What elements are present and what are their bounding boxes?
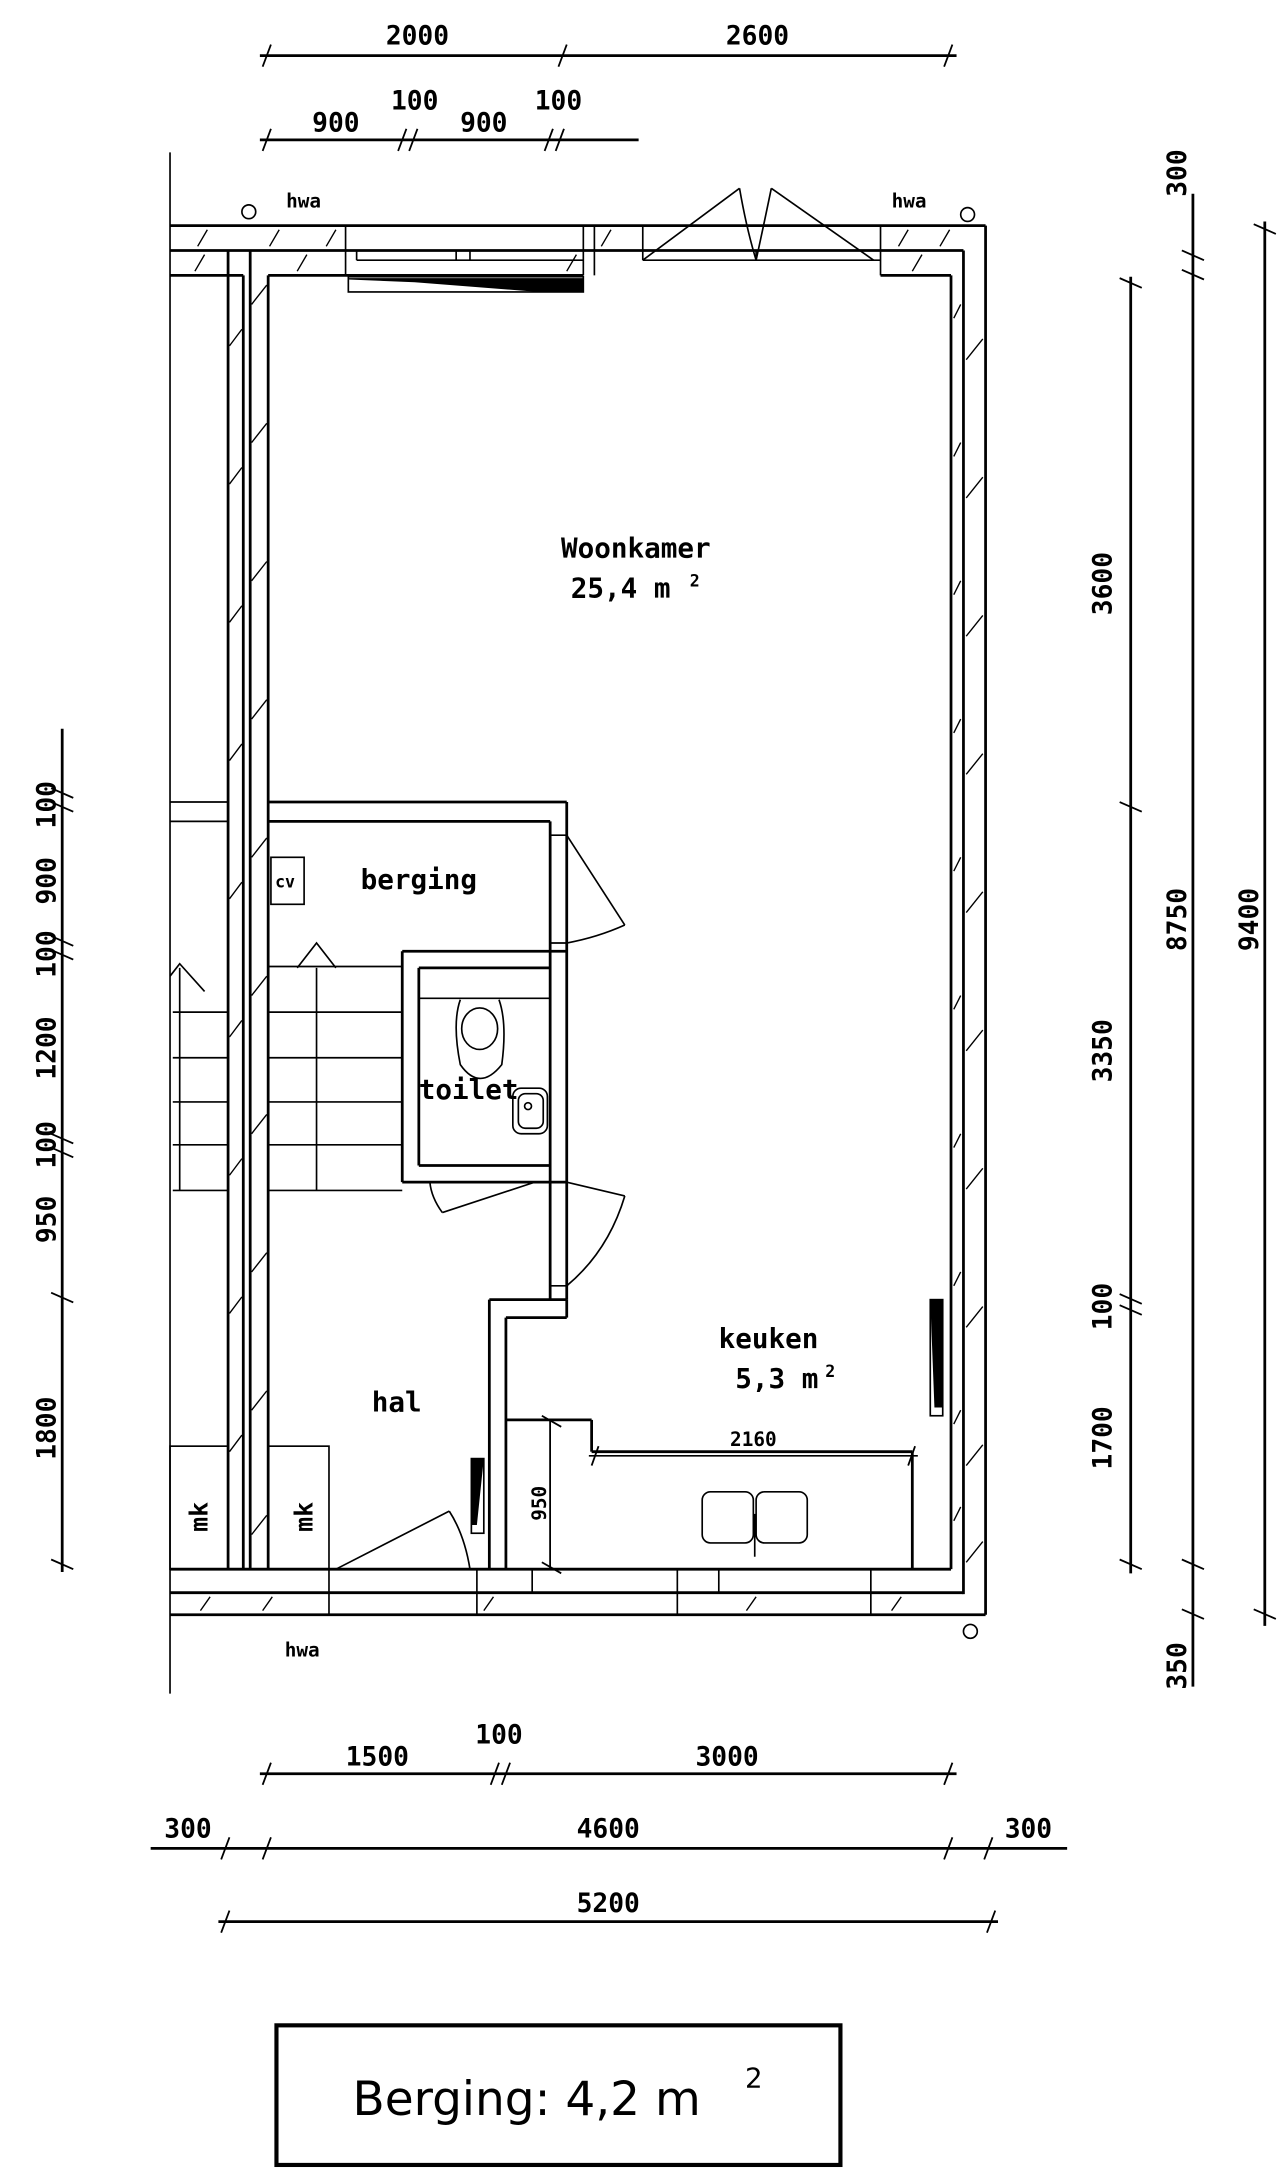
dim-100-left-c: 100 [32, 1121, 62, 1168]
dim-100-b: 100 [535, 86, 582, 116]
exterior-walls [169, 152, 987, 1694]
wall-hatching [194, 229, 984, 1612]
dim-1800-left: 1800 [32, 1397, 62, 1460]
dim-900-left: 900 [32, 857, 62, 904]
dim-2160: 2160 [730, 1428, 777, 1451]
dim-900-a: 900 [312, 109, 359, 139]
mk-label: mk [184, 1502, 213, 1532]
meter-cupboard-left [169, 1445, 229, 1571]
dim-1700: 1700 [1088, 1406, 1118, 1469]
garden-double-door [642, 187, 875, 261]
room-name-keuken: keuken [719, 1322, 819, 1355]
dim-3000: 3000 [695, 1742, 758, 1772]
cv-unit [270, 856, 305, 906]
hwa-label: hwa [286, 190, 321, 213]
dim-2600: 2600 [726, 22, 789, 52]
berging-door [566, 834, 626, 944]
right-dimension-inner: 3600 3350 100 1700 [1088, 276, 1143, 1574]
toilet-bowl-icon [455, 999, 505, 1080]
dim-1200-left: 1200 [32, 1016, 62, 1079]
dim-100-left-b: 100 [32, 930, 62, 977]
dim-900-b: 900 [460, 109, 507, 139]
hwa-label: hwa [285, 1638, 320, 1661]
room-name-toilet: toilet [419, 1073, 519, 1106]
room-area-woonkamer: 25,4 m [571, 571, 671, 604]
top-dimension-row-1: 2000 2600 [259, 22, 957, 67]
staircase [169, 801, 403, 1192]
dim-950-counter: 950 [528, 1486, 551, 1521]
bottom-dimension-row-2: 300 4600 300 [150, 1814, 1068, 1860]
hwa-label: hwa [892, 190, 927, 213]
dim-100-bottom: 100 [475, 1720, 522, 1750]
keuken-door [566, 1181, 626, 1287]
radiator-hal [470, 1457, 485, 1535]
top-dimension-row-2: 900 100 900 100 [259, 86, 639, 152]
downpipe-icon [962, 1623, 979, 1640]
berging-area-box: Berging: 4,2 m 2 [274, 2023, 843, 2168]
dim-1500: 1500 [346, 1742, 409, 1772]
dim-2000: 2000 [386, 22, 449, 52]
dim-5200: 5200 [577, 1889, 640, 1919]
superscript: 2 [690, 571, 700, 590]
dim-300-right: 300 [1005, 1814, 1052, 1844]
superscript: 2 [745, 2062, 763, 2095]
front-door [335, 1510, 471, 1570]
mk-label: mk [289, 1502, 318, 1532]
radiator-top [347, 275, 585, 293]
cv-label: cv [275, 873, 295, 892]
dim-350: 350 [1163, 1642, 1193, 1689]
bottom-dimension-row-3: 5200 [218, 1889, 999, 1934]
downpipe-icon [959, 206, 976, 223]
radiator-keuken [929, 1298, 944, 1417]
dim-8750: 8750 [1163, 888, 1193, 951]
dim-9400: 9400 [1235, 888, 1265, 951]
superscript: 2 [825, 1362, 835, 1381]
dim-3350: 3350 [1088, 1019, 1118, 1082]
dim-300-top: 300 [1163, 149, 1193, 196]
dim-950-left: 950 [32, 1196, 62, 1243]
room-name-berging: berging [361, 863, 477, 896]
dim-300-left: 300 [164, 1814, 211, 1844]
counter-dimensions: 2160 950 [528, 1414, 918, 1575]
dim-100-a: 100 [391, 86, 438, 116]
meter-cupboard-right [267, 1445, 330, 1571]
room-area-keuken: 5,3 m [735, 1362, 818, 1395]
downpipe-icon [241, 204, 257, 220]
dim-100-left-a: 100 [32, 781, 62, 828]
room-name-hal: hal [372, 1386, 422, 1419]
berging-area-label: Berging: 4,2 m [352, 2072, 700, 2127]
right-dimension-middle: 300 8750 350 [1163, 149, 1205, 1690]
toilet-door [429, 1181, 536, 1214]
washbasin-icon [512, 1087, 549, 1135]
bottom-dimension-row-1: 1500 100 3000 [259, 1720, 957, 1786]
dim-4600: 4600 [577, 1814, 640, 1844]
dim-3600: 3600 [1088, 552, 1118, 615]
room-name-woonkamer: Woonkamer [561, 531, 711, 564]
right-dimension-outer: 9400 [1235, 221, 1277, 1626]
kitchen-sink-icon [701, 1490, 809, 1557]
dim-100-right: 100 [1088, 1283, 1118, 1330]
interior-walls [268, 800, 914, 1570]
left-dimension: 100 900 100 1200 100 950 1800 [32, 728, 74, 1572]
